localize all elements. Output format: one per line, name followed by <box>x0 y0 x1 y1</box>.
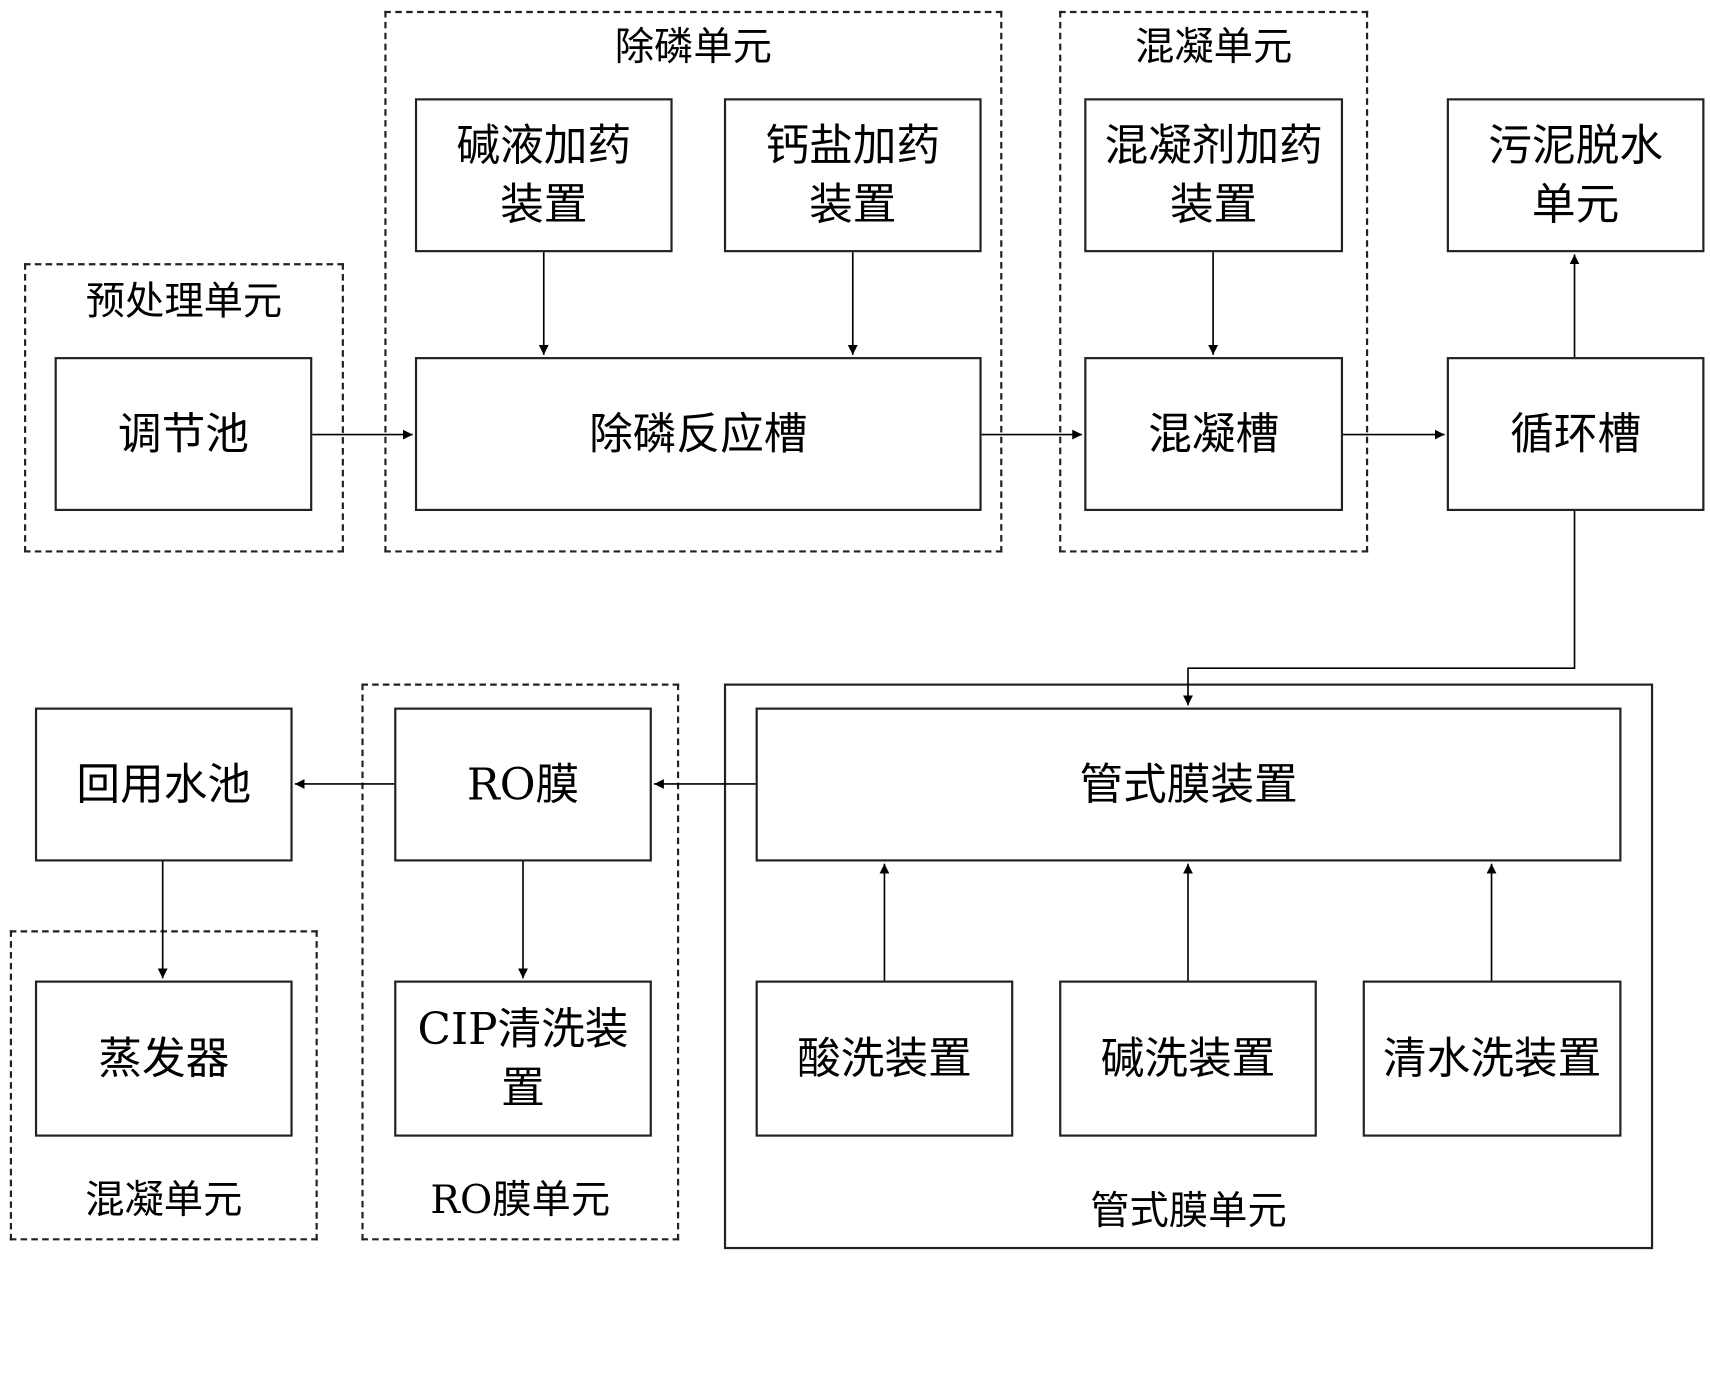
group-label-ro-membrane: RO膜单元 <box>430 1178 611 1223</box>
acid-wash-box: 酸洗装置 <box>755 980 1014 1137</box>
regulating-tank-label: 调节池 <box>117 408 249 460</box>
evaporator-label: 蒸发器 <box>98 1033 230 1084</box>
alkali-dosing-label: 碱液加药装置 <box>456 120 632 230</box>
coagulant-dosing-box: 混凝剂加药装置 <box>1084 98 1344 253</box>
coagulation-tank-label: 混凝槽 <box>1148 408 1280 460</box>
phosphorus-reactor-label: 除磷反应槽 <box>589 408 808 460</box>
cip-cleaning-box: CIP清洗装置 <box>394 980 652 1137</box>
calcium-dosing-box: 钙盐加药装置 <box>723 98 982 253</box>
sludge-dewatering-box: 污泥脱水单元 <box>1446 98 1705 253</box>
phosphorus-reactor-box: 除磷反应槽 <box>414 357 982 512</box>
ro-membrane-label: RO膜 <box>466 759 580 810</box>
circulation-tank-label: 循环槽 <box>1510 408 1642 460</box>
group-label-pretreatment: 预处理单元 <box>85 279 283 325</box>
coagulation-tank-box: 混凝槽 <box>1084 357 1344 512</box>
tubular-membrane-box: 管式膜装置 <box>755 707 1622 862</box>
group-coagulation-bottom: 混凝单元 <box>9 930 318 1241</box>
ro-membrane-box: RO膜 <box>394 707 652 862</box>
group-label-coagulation-top: 混凝单元 <box>1135 25 1293 70</box>
evaporator-box: 蒸发器 <box>34 980 293 1137</box>
group-coagulation-top: 混凝单元 <box>1059 10 1369 553</box>
group-label-coagulation-bottom: 混凝单元 <box>85 1178 243 1223</box>
sludge-dewatering-label: 污泥脱水单元 <box>1488 120 1663 230</box>
group-label-phosphorus-removal: 除磷单元 <box>614 25 772 70</box>
group-ro-membrane: RO膜单元 <box>361 683 680 1241</box>
tubular-membrane-label: 管式膜装置 <box>1079 759 1298 810</box>
cip-cleaning-label: CIP清洗装置 <box>417 1004 629 1114</box>
alkali-wash-label: 碱洗装置 <box>1100 1033 1276 1084</box>
water-wash-box: 清水洗装置 <box>1362 980 1622 1137</box>
reuse-pool-box: 回用水池 <box>34 707 293 862</box>
alkali-dosing-box: 碱液加药装置 <box>414 98 673 253</box>
reuse-pool-label: 回用水池 <box>76 759 252 810</box>
regulating-tank-box: 调节池 <box>54 357 313 512</box>
water-wash-label: 清水洗装置 <box>1382 1033 1602 1084</box>
acid-wash-label: 酸洗装置 <box>797 1033 972 1084</box>
alkali-wash-box: 碱洗装置 <box>1059 980 1317 1137</box>
coagulant-dosing-label: 混凝剂加药装置 <box>1104 120 1323 230</box>
circulation-tank-box: 循环槽 <box>1446 357 1705 512</box>
arrow-circulation-to-tubular <box>1183 511 1576 706</box>
group-pretreatment: 预处理单元 <box>24 263 344 553</box>
group-label-tubular-membrane: 管式膜单元 <box>1090 1189 1287 1234</box>
calcium-dosing-label: 钙盐加药装置 <box>765 120 941 230</box>
group-phosphorus-removal: 除磷单元 <box>384 10 1003 553</box>
